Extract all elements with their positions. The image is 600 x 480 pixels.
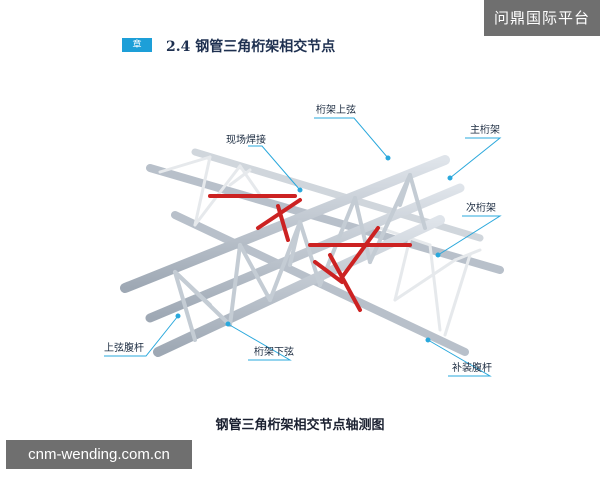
figure-caption: 钢管三角桁架相交节点轴测图 (215, 418, 385, 433)
section-title: 2.4 钢管三角桁架相交节点 (166, 39, 336, 55)
watermark-bottom-left: cnm-wending.com.cn (6, 440, 192, 469)
label-supplement-web: 补装腹杆 (452, 361, 492, 374)
label-chord-top: 桁架上弦 (316, 103, 356, 116)
label-upper-web: 上弦腹杆 (104, 341, 144, 354)
label-chord-bottom: 桁架下弦 (254, 345, 294, 358)
chapter-badge: 章 (122, 38, 152, 52)
leader-lines (104, 117, 502, 377)
label-site-weld: 现场焊接 (226, 133, 266, 146)
label-secondary-truss: 次桁架 (466, 201, 496, 214)
watermark-top-right: 问鼎国际平台 (484, 0, 600, 36)
label-main-truss: 主桁架 (470, 123, 500, 136)
highlight-members (208, 194, 412, 312)
